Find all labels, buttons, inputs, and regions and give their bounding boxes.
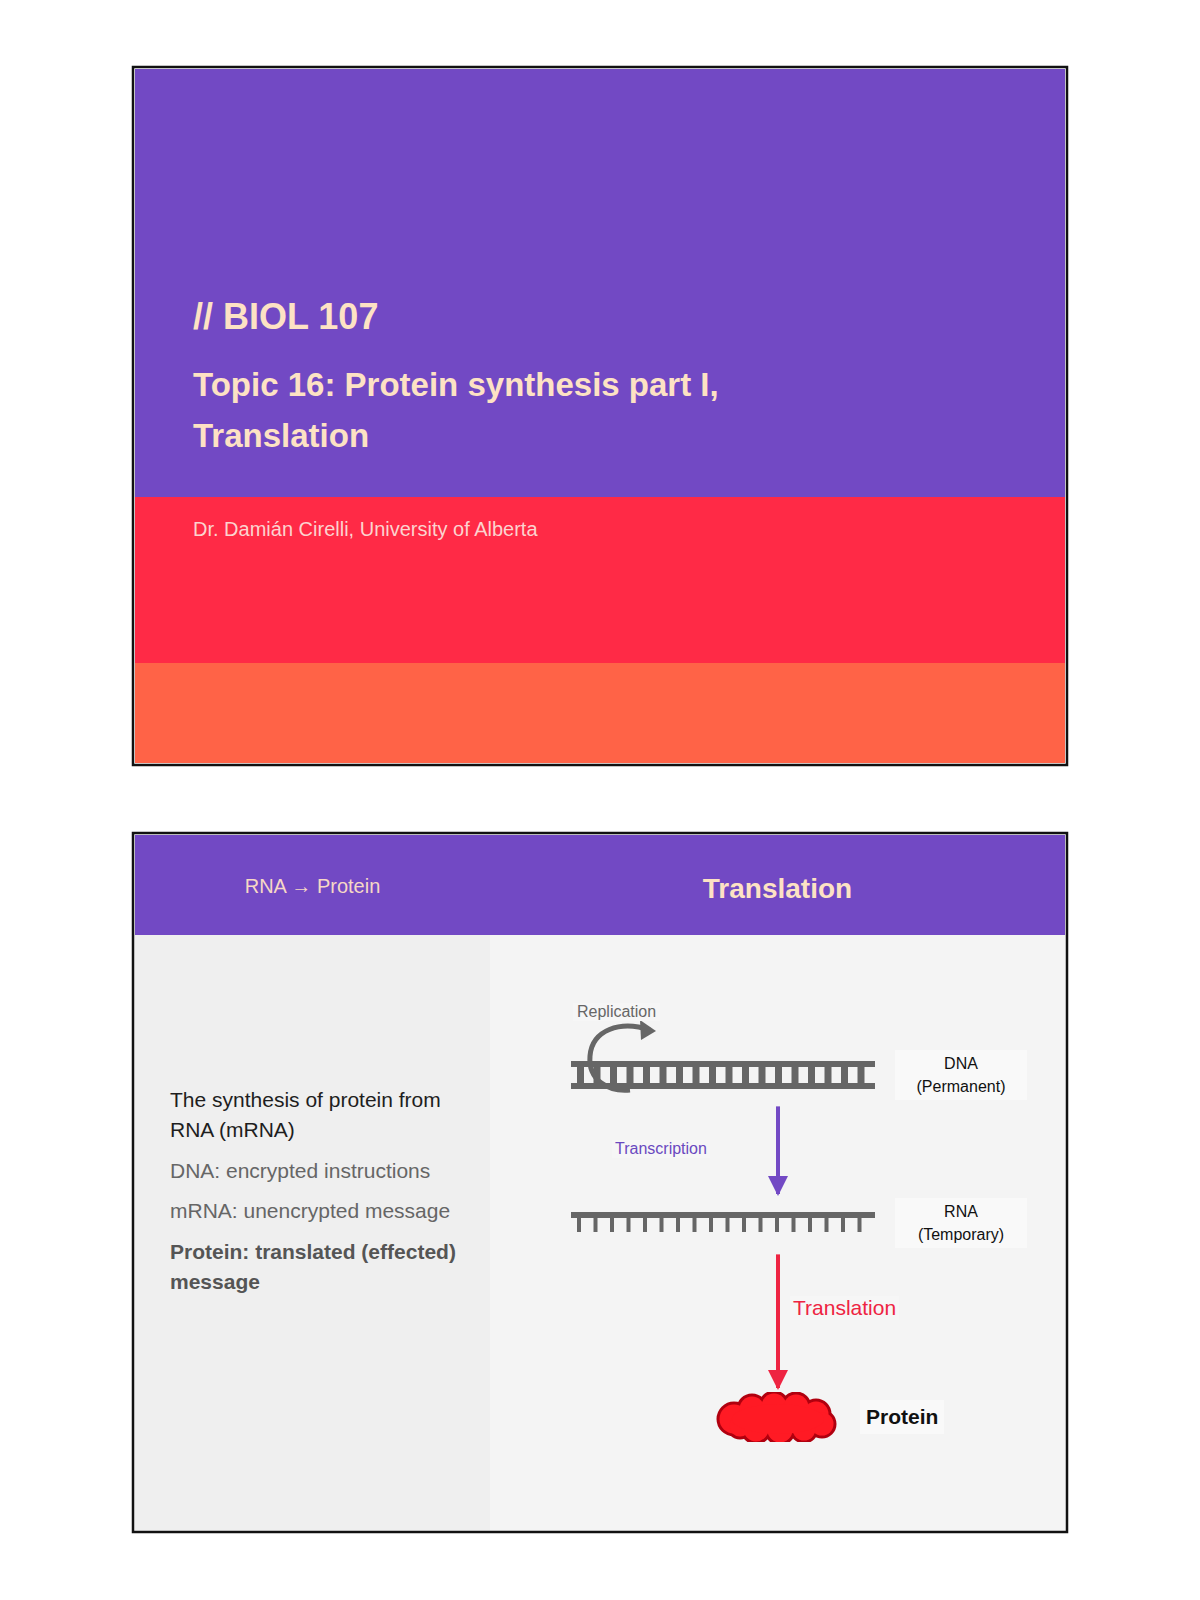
edge-label: Translation <box>790 1296 899 1320</box>
rna-comb <box>571 1212 875 1234</box>
node-text: RNA → Protein <box>135 872 490 901</box>
orange-band <box>135 663 1065 763</box>
node-text: DNA (Permanent) <box>895 1050 1027 1100</box>
dna-strand: DNA (Permanent) <box>571 1050 1027 1100</box>
flow-arrow <box>776 1106 780 1194</box>
author-band: Dr. Damián Cirelli, University of Albert… <box>135 497 1065 663</box>
header-band: RNA → ProteinTranslation <box>135 835 1065 935</box>
replication-arrowhead <box>640 1020 656 1040</box>
node-subtext: Topic 16: Protein synthesis part I, Tran… <box>193 359 893 461</box>
node-subtext: Translation <box>490 869 1065 910</box>
slide-frame <box>133 67 1067 765</box>
bullet-text: The synthesis of protein from RNA (mRNA) <box>170 1085 460 1146</box>
node-text: Protein <box>860 1400 944 1434</box>
node-text: // BIOL 107 <box>193 291 893 343</box>
process-label: Replication <box>573 1003 660 1021</box>
protein-blob: Protein <box>712 1392 944 1442</box>
bullet-text: mRNA: unencrypted message <box>170 1196 460 1226</box>
bullet-text: Protein: translated (effected) message <box>170 1237 460 1298</box>
text-panel: The synthesis of protein from RNA (mRNA)… <box>135 935 490 1530</box>
protein-cloud <box>712 1392 842 1442</box>
flow-arrow <box>776 1254 780 1388</box>
rna-strand: RNA (Temporary) <box>571 1198 1027 1248</box>
dna-ladder <box>571 1061 875 1089</box>
node-text: Dr. Damián Cirelli, University of Albert… <box>193 515 993 544</box>
title-band: // BIOL 107Topic 16: Protein synthesis p… <box>135 69 1065 497</box>
edge-label: Transcription <box>612 1140 710 1158</box>
bullet-text: DNA: encrypted instructions <box>170 1156 460 1186</box>
slide-frame <box>133 833 1067 1532</box>
node-text: RNA (Temporary) <box>895 1198 1027 1248</box>
